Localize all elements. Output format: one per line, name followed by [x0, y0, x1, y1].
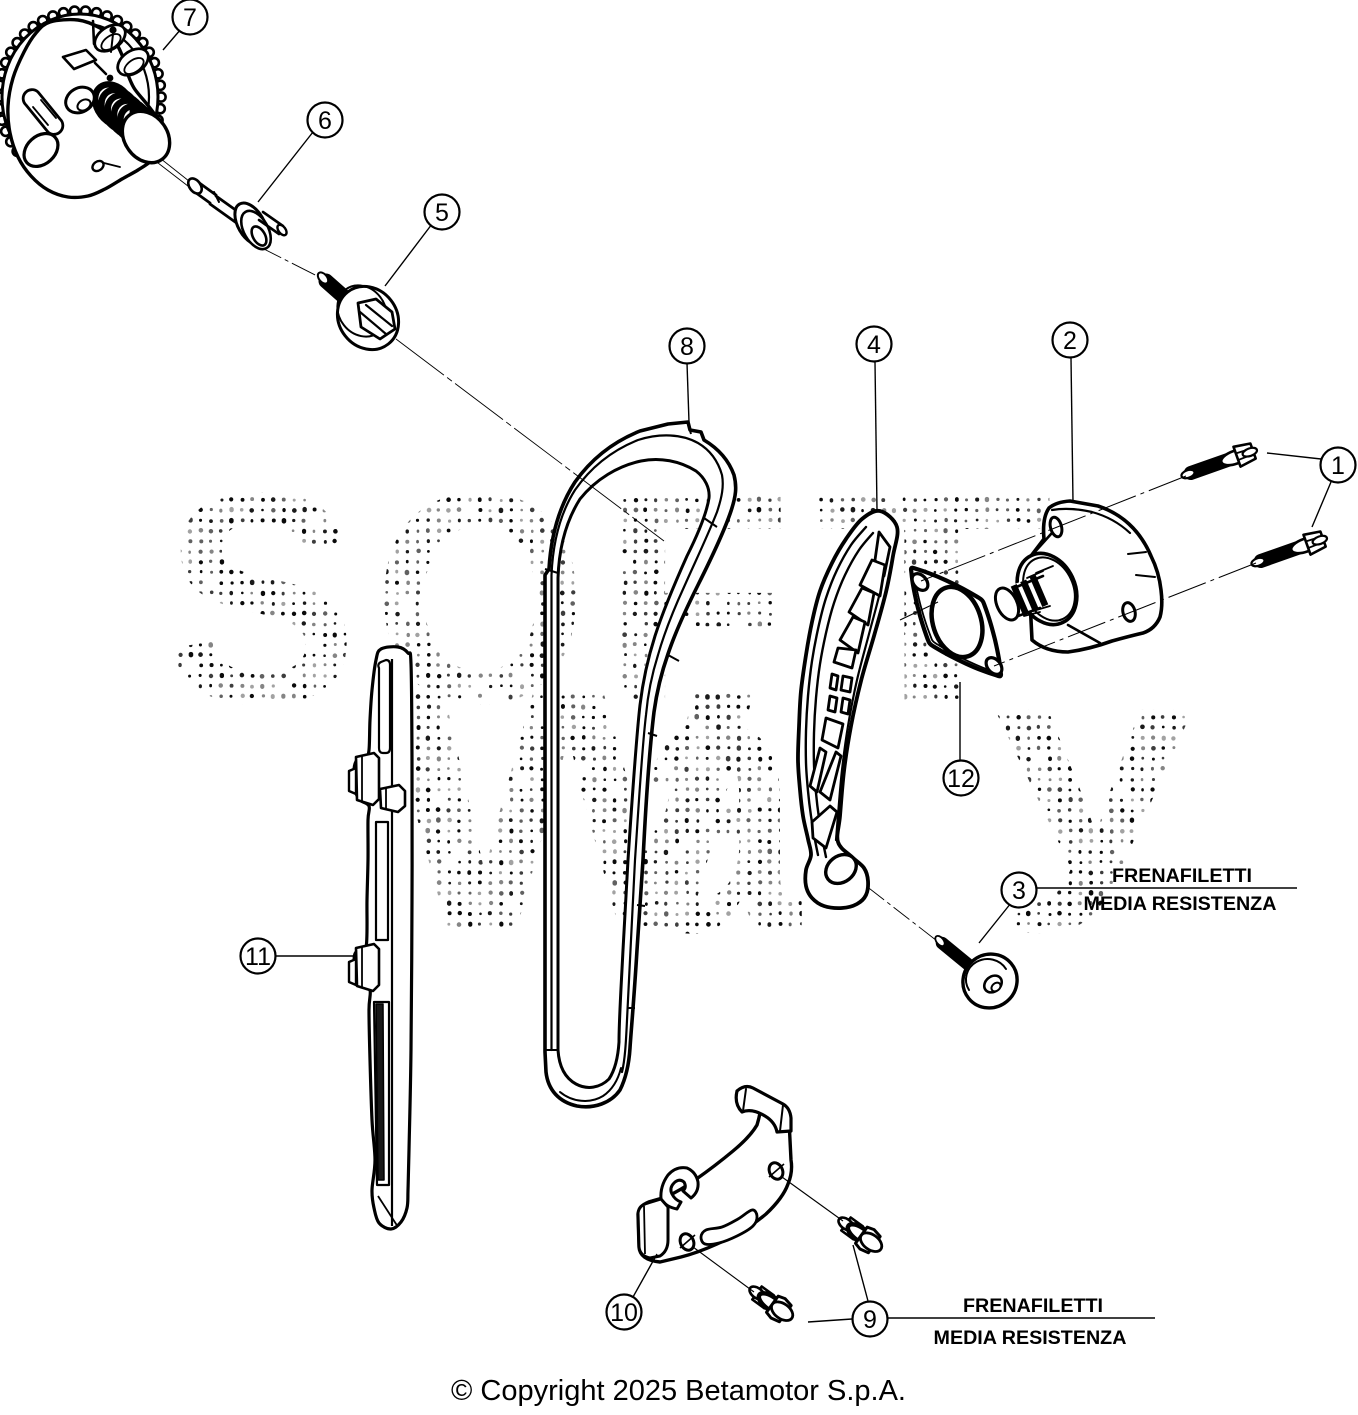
svg-text:7: 7	[183, 4, 197, 32]
svg-text:2: 2	[1063, 327, 1077, 355]
svg-text:12: 12	[947, 765, 975, 793]
svg-text:© Copyright 2025 Betamotor S.p: © Copyright 2025 Betamotor S.p.A.	[451, 1375, 906, 1407]
svg-text:6: 6	[318, 107, 332, 135]
svg-text:8: 8	[680, 333, 694, 361]
svg-text:FRENAFILETTI: FRENAFILETTI	[963, 1295, 1103, 1317]
svg-text:9: 9	[863, 1306, 877, 1334]
svg-text:11: 11	[245, 943, 271, 971]
svg-text:3: 3	[1012, 877, 1026, 905]
svg-text:4: 4	[867, 331, 881, 359]
svg-text:5: 5	[435, 199, 449, 227]
svg-text:MEDIA RESISTENZA: MEDIA RESISTENZA	[934, 1327, 1127, 1349]
svg-text:10: 10	[610, 1299, 638, 1327]
svg-text:1: 1	[1331, 452, 1345, 480]
svg-text:FRENAFILETTI: FRENAFILETTI	[1112, 865, 1252, 887]
svg-text:MEDIA RESISTENZA: MEDIA RESISTENZA	[1084, 893, 1277, 915]
